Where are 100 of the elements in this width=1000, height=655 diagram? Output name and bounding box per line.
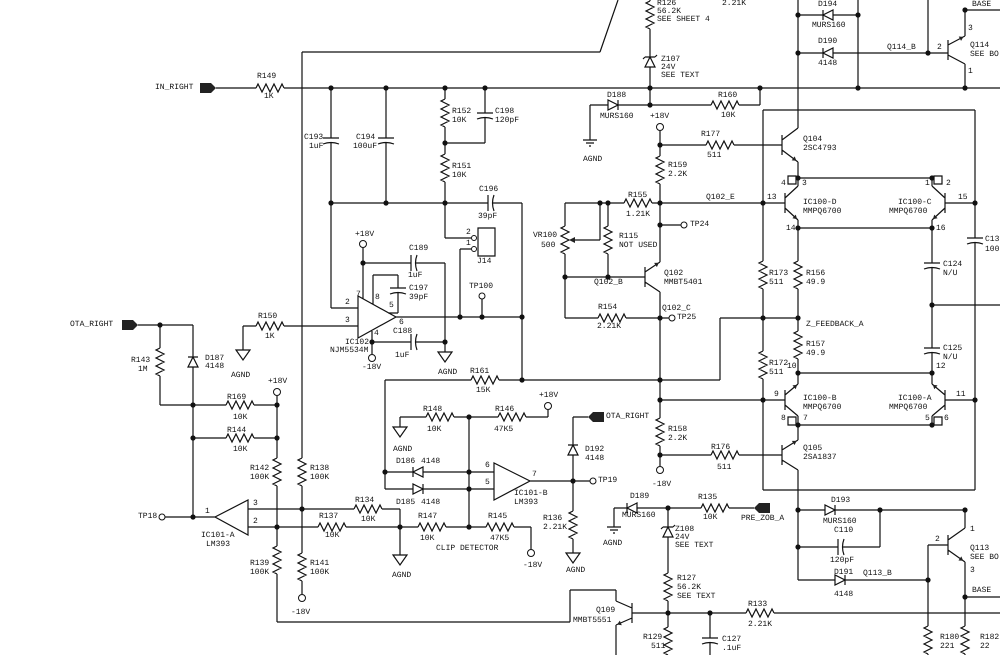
part-label: D191	[834, 569, 854, 577]
part-label: SEE SHEET 4	[657, 16, 710, 24]
part-label: R154	[598, 304, 618, 312]
part-label: 221	[940, 643, 954, 651]
part-label: SEE BO	[970, 51, 999, 59]
part-label: R161	[470, 368, 490, 376]
part-label: R147	[418, 513, 438, 521]
part-label: 100uF	[353, 143, 378, 151]
part-label: 10K	[427, 426, 442, 434]
part-label: 8	[781, 415, 786, 423]
part-label: R155	[628, 192, 648, 200]
part-label: 3	[253, 500, 258, 508]
part-label: -18V	[362, 364, 382, 372]
part-label: OTA_RIGHT	[70, 321, 114, 329]
part-label: 2SA1837	[803, 454, 837, 462]
part-label: 39pF	[478, 213, 498, 221]
part-label: 1K	[264, 93, 274, 101]
part-label: TP24	[690, 221, 710, 229]
part-label: Q102	[664, 270, 684, 278]
part-label: BASE	[972, 1, 992, 9]
part-label: R159	[668, 162, 688, 170]
part-label: R177	[701, 131, 720, 139]
part-label: 1.21K	[626, 211, 650, 219]
part-label: R144	[227, 427, 246, 435]
part-label: +18V	[539, 392, 558, 400]
part-label: LM393	[514, 499, 538, 507]
part-label: 4148	[585, 455, 604, 463]
part-label: R169	[227, 394, 246, 402]
part-label: R173	[769, 270, 788, 278]
part-label: IC100-C	[898, 199, 932, 207]
part-label: C125	[943, 345, 962, 353]
part-label: 10K	[420, 535, 434, 543]
part-label: 4148	[834, 591, 854, 599]
part-label: 100K	[250, 569, 270, 577]
part-label: SEE TEXT	[677, 593, 716, 601]
part-label: 100	[985, 246, 1000, 254]
part-label: TP18	[138, 513, 158, 521]
part-label: Q102_E	[706, 194, 735, 202]
part-label: 4148	[818, 60, 838, 68]
part-label: Q102_B	[594, 279, 623, 287]
part-label: R158	[668, 426, 688, 434]
part-label: -18V	[652, 481, 672, 489]
part-label: Q102_C	[662, 305, 691, 313]
part-label: D186	[396, 458, 416, 466]
part-label: R180	[940, 634, 960, 642]
part-label: SEE TEXT	[661, 72, 700, 80]
part-label: R150	[258, 313, 278, 321]
part-label: 4	[781, 180, 786, 188]
part-label: C13	[985, 236, 1000, 244]
part-label: 2	[946, 180, 951, 188]
part-label: 4148	[205, 363, 224, 371]
part-label: R115	[619, 233, 638, 241]
part-label: R160	[718, 92, 738, 100]
part-label: R157	[806, 341, 826, 349]
part-label: R137	[319, 513, 338, 521]
part-label: IN_RIGHT	[155, 84, 194, 92]
part-label: 511	[717, 464, 732, 472]
part-label: +18V	[355, 231, 374, 239]
part-label: C194	[356, 134, 376, 142]
part-label: 1	[205, 508, 210, 516]
part-label: R136	[543, 515, 562, 523]
part-label: 8	[375, 294, 380, 302]
part-label: D193	[831, 497, 850, 505]
part-label: R138	[310, 465, 330, 473]
part-label: SEE BO	[970, 554, 999, 562]
part-label: C198	[495, 108, 514, 116]
part-label: R146	[495, 406, 514, 414]
part-label: D189	[630, 493, 650, 501]
part-label: IC100-B	[803, 395, 837, 403]
part-label: IC102	[345, 339, 370, 347]
part-label: C124	[943, 261, 962, 269]
part-label: 1	[970, 526, 975, 534]
part-label: Q113	[970, 545, 990, 553]
part-label: 120pF	[495, 117, 520, 125]
part-label: Q113_B	[863, 570, 892, 578]
part-label: N/U	[943, 270, 958, 278]
part-label: 5	[925, 415, 930, 423]
part-label: 2	[466, 229, 471, 237]
part-label: 4	[374, 330, 379, 338]
part-label: VR100	[533, 232, 558, 240]
part-label: R149	[257, 73, 276, 81]
part-label: MMPQ6700	[889, 404, 928, 412]
part-label: D185	[396, 499, 416, 507]
part-label: 3	[970, 567, 975, 575]
part-label: MMPQ6700	[803, 404, 842, 412]
part-label: 511	[769, 279, 784, 287]
part-label: 7	[532, 471, 537, 479]
part-label: 39pF	[409, 294, 428, 302]
part-label: NOT USED	[619, 242, 658, 250]
part-label: NJM5534M	[330, 347, 368, 355]
part-label: OTA_RIGHT	[606, 413, 650, 421]
part-label: 10K	[233, 446, 248, 454]
part-label: R148	[423, 406, 442, 414]
part-label: R134	[355, 497, 374, 505]
part-label: Q104	[803, 136, 822, 144]
part-label: 24V	[675, 534, 690, 542]
part-label: TP19	[598, 477, 618, 485]
part-label: 2.21K	[543, 524, 568, 532]
part-label: AGND	[583, 156, 602, 164]
part-label: C196	[479, 186, 498, 194]
